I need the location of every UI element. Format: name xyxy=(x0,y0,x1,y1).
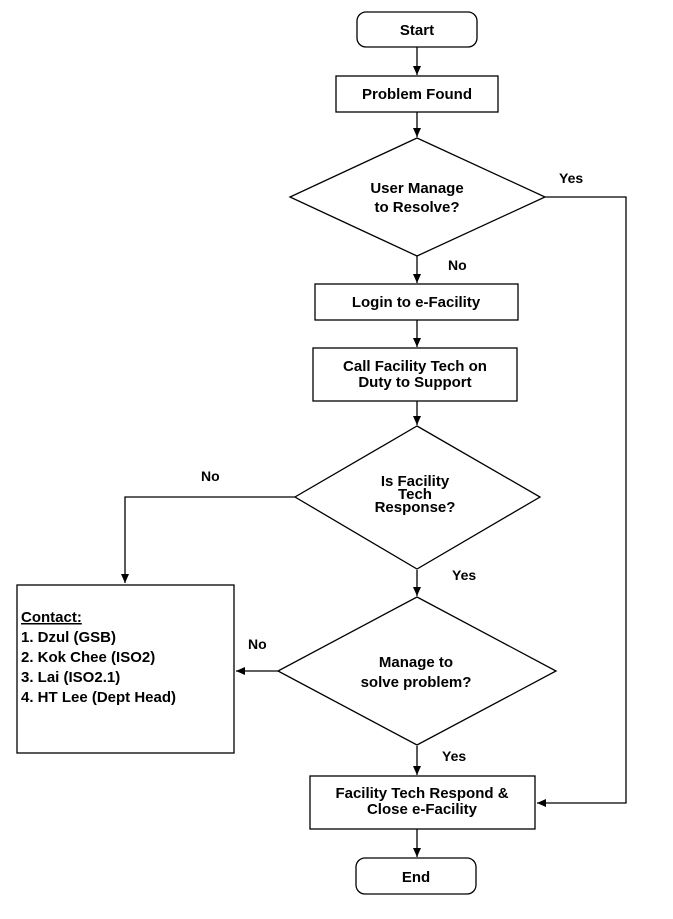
contact-title: Contact: xyxy=(21,609,82,626)
respond-close-line1: Facility Tech Respond & xyxy=(335,785,508,802)
contact-item: 2. Kok Chee (ISO2) xyxy=(21,649,155,666)
contact-item: 4. HT Lee (Dept Head) xyxy=(21,689,176,706)
end-node: End xyxy=(355,857,477,895)
user-manage-line1: User Manage xyxy=(370,180,463,197)
manage-solve-decision: Manage to solve problem? xyxy=(276,596,558,746)
is-response-line3: Response? xyxy=(375,499,456,516)
start-label: Start xyxy=(400,22,434,39)
edge-usermanage-yes-respond xyxy=(537,196,627,807)
contact-box: Contact: 1. Dzul (GSB) 2. Kok Chee (ISO2… xyxy=(16,584,235,754)
problem-found-node: Problem Found xyxy=(335,75,499,113)
call-tech-line1: Call Facility Tech on xyxy=(343,358,487,375)
contact-item: 3. Lai (ISO2.1) xyxy=(21,669,120,686)
user-manage-line2: to Resolve? xyxy=(374,199,459,216)
problem-found-label: Problem Found xyxy=(362,86,472,103)
edge-label-user-manage-yes: Yes xyxy=(559,170,583,186)
edges xyxy=(121,47,627,857)
manage-solve-line2: solve problem? xyxy=(361,674,472,691)
edge-response-no-contact xyxy=(121,496,295,583)
is-response-line2: Tech xyxy=(398,486,432,503)
is-response-line1: Is Facility xyxy=(381,473,450,490)
edge-label-solve-no: No xyxy=(248,636,267,652)
contact-item: 1. Dzul (GSB) xyxy=(21,629,116,646)
is-response-decision: Is Facility Tech Response? xyxy=(293,425,542,570)
call-tech-line2: Duty to Support xyxy=(358,374,471,391)
user-manage-decision: User Manage to Resolve? xyxy=(288,137,547,257)
edge-label-response-no: No xyxy=(201,468,220,484)
manage-solve-line1: Manage to xyxy=(379,654,453,671)
call-tech-node: Call Facility Tech on Duty to Support xyxy=(312,347,518,402)
respond-close-node: Facility Tech Respond & Close e-Facility xyxy=(309,775,536,830)
login-node: Login to e-Facility xyxy=(314,283,519,321)
edge-label-user-manage-no: No xyxy=(448,257,467,273)
start-node: Start xyxy=(356,11,478,48)
edge-label-response-yes: Yes xyxy=(452,567,476,583)
login-label: Login to e-Facility xyxy=(352,294,481,311)
respond-close-line2: Close e-Facility xyxy=(367,801,478,818)
end-label: End xyxy=(402,869,430,886)
edge-label-solve-yes: Yes xyxy=(442,748,466,764)
